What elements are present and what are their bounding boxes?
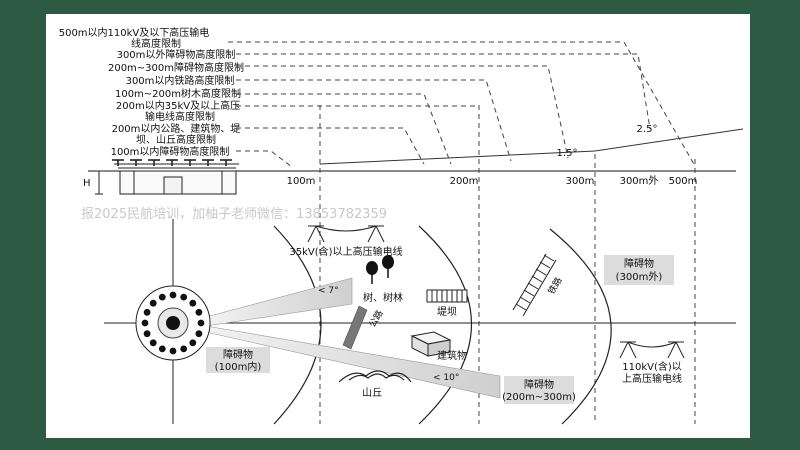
arc-100m bbox=[273, 225, 322, 425]
obstacle-100m-range: (100m内) bbox=[215, 360, 262, 373]
antenna-ring-elements bbox=[141, 291, 205, 355]
power-line-35kv bbox=[307, 225, 385, 243]
label-110kv-line-plan-2: 上高压输电线 bbox=[622, 372, 682, 385]
slope-line-1-5 bbox=[319, 150, 596, 165]
railway-icon bbox=[512, 253, 557, 317]
obstacle-300m-outside-box bbox=[604, 255, 674, 285]
obstacle-200-300m-range: (200m~300m) bbox=[502, 392, 576, 403]
obstacle-200-300m-title: 障碍物 bbox=[524, 378, 554, 391]
label-200-300m: 200m~300m障碍物高度限制 bbox=[108, 61, 244, 74]
label-dike: 堤坝 bbox=[437, 306, 457, 318]
arc-300m bbox=[549, 228, 612, 425]
building-icon bbox=[410, 331, 452, 357]
label-35kv-line-2: 输电线高度限制 bbox=[145, 110, 215, 123]
label-110kv-line-1: 500m以内110kV及以下高压输电 bbox=[59, 26, 210, 39]
label-road-line-1: 200m以内公路、建筑物、堤 bbox=[112, 122, 241, 135]
leader-lines bbox=[228, 41, 696, 168]
label-35kv-line-1: 200m以内35kV及以上高压 bbox=[116, 99, 240, 112]
distance-300m-outside: 300m外 bbox=[620, 175, 659, 187]
label-trees-plan: 树、树林 bbox=[363, 291, 403, 304]
diagram-canvas: 500m以内110kV及以下高压输电 线高度限制 300m以外障碍物高度限制 2… bbox=[59, 26, 744, 425]
watermark: 报2025民航培训，加柚子老师微信：13853782359 bbox=[81, 206, 387, 222]
dike-icon bbox=[426, 289, 468, 303]
label-100m-inside: 100m以内障碍物高度限制 bbox=[111, 145, 230, 158]
antenna-element bbox=[195, 308, 203, 316]
antenna-element bbox=[180, 293, 188, 301]
power-line-110kv bbox=[619, 341, 685, 359]
antenna-element bbox=[189, 339, 197, 347]
label-35kv-power-line: 35kV(含)以上高压输电线 bbox=[289, 245, 402, 258]
label-300m-outside: 300m以外障碍物高度限制 bbox=[117, 48, 236, 61]
label-hill: 山丘 bbox=[362, 387, 382, 399]
top-labels: 500m以内110kV及以下高压输电 线高度限制 300m以外障碍物高度限制 2… bbox=[59, 26, 244, 158]
arc-200m bbox=[418, 225, 472, 425]
slope-line-2-5 bbox=[594, 128, 744, 152]
obstacle-100m-title: 障碍物 bbox=[223, 348, 253, 361]
antenna-element bbox=[143, 308, 151, 316]
label-angle-7: < 7° bbox=[318, 286, 339, 296]
antenna-element bbox=[195, 330, 203, 338]
distance-500m: 500m bbox=[669, 176, 698, 187]
hill-icon bbox=[338, 370, 412, 383]
obstacle-100m-box bbox=[206, 347, 270, 373]
antenna-element bbox=[169, 347, 177, 355]
label-railway: 300m以内铁路高度限制 bbox=[126, 74, 235, 87]
slope-label-1-5: 1.5° bbox=[557, 148, 578, 159]
label-trees: 100m~200m树木高度限制 bbox=[115, 87, 241, 100]
obstacle-200-300m-box bbox=[504, 376, 574, 404]
obstacle-300m-outside-title: 障碍物 bbox=[624, 257, 654, 270]
antenna-element bbox=[180, 345, 188, 353]
antenna-element bbox=[197, 319, 205, 327]
antenna-element bbox=[158, 345, 166, 353]
antenna-array bbox=[112, 159, 232, 166]
height-marker bbox=[95, 170, 103, 195]
obstacle-300m-outside-range: (300m外) bbox=[616, 271, 663, 283]
slope-label-2-5: 2.5° bbox=[637, 124, 658, 135]
range-arcs bbox=[273, 225, 612, 425]
antenna-element bbox=[143, 330, 151, 338]
height-label: H bbox=[83, 178, 91, 189]
antenna-element bbox=[169, 291, 177, 299]
station-building bbox=[114, 163, 239, 195]
antenna-element bbox=[149, 299, 157, 307]
distance-labels: 100m 200m 300m 300m外 500m bbox=[287, 175, 698, 187]
label-road-line-2: 坝、山丘高度限制 bbox=[136, 133, 216, 146]
label-building: 建筑物 bbox=[437, 349, 467, 362]
label-angle-10: < 10° bbox=[433, 373, 459, 383]
antenna-element bbox=[158, 293, 166, 301]
antenna-element bbox=[141, 319, 149, 327]
distance-300m: 300m bbox=[566, 176, 595, 187]
distance-100m: 100m bbox=[287, 176, 316, 187]
trees-icon bbox=[366, 255, 394, 284]
label-railway-plan: 铁路 bbox=[545, 275, 564, 297]
label-110kv-line-plan-1: 110kV(含)以 bbox=[622, 360, 682, 373]
road-icon bbox=[342, 305, 368, 350]
antenna-element bbox=[149, 339, 157, 347]
distance-divisions bbox=[319, 105, 696, 424]
label-110kv-line-2: 线高度限制 bbox=[131, 37, 181, 50]
distance-200m: 200m bbox=[450, 176, 479, 187]
label-road-plan: 公路 bbox=[366, 308, 385, 330]
antenna-element bbox=[189, 299, 197, 307]
slide: 500m以内110kV及以下高压输电 线高度限制 300m以外障碍物高度限制 2… bbox=[46, 14, 750, 438]
